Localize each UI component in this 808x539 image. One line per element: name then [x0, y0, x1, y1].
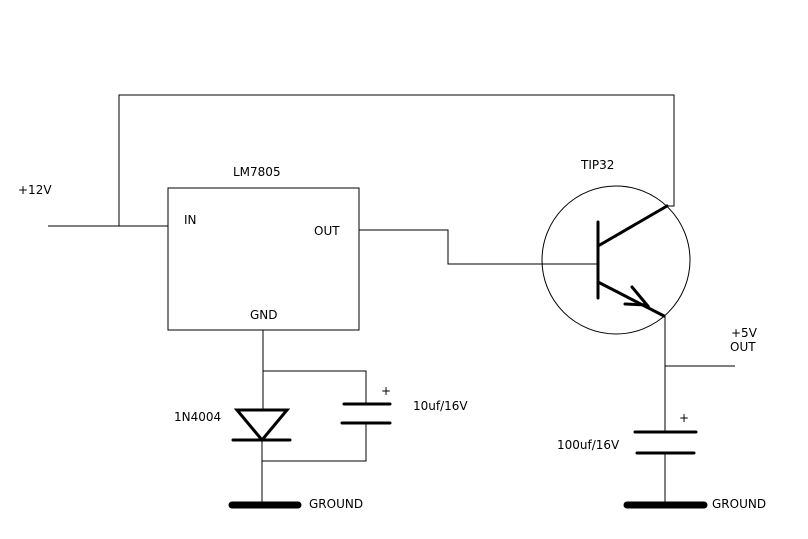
- bypass-wire: [118, 94, 675, 226]
- output-voltage-label: +5V: [731, 326, 758, 340]
- regulator-out-label: OUT: [314, 224, 340, 238]
- transistor-label: TIP32: [580, 158, 614, 172]
- cap1-polarity-label: +: [381, 384, 391, 398]
- regulator-label: LM7805: [233, 165, 281, 179]
- ground-left-label: GROUND: [309, 497, 363, 511]
- output-capacitor: [633, 430, 698, 505]
- regulator-in-label: IN: [184, 213, 197, 227]
- diode-label: 1N4004: [174, 410, 221, 424]
- output-out-label: OUT: [730, 340, 756, 354]
- cap2-value-label: 100uf/16V: [557, 438, 620, 452]
- cap1-value-label: 10uf/16V: [413, 399, 468, 413]
- regulator-gnd-label: GND: [250, 308, 278, 322]
- capacitor-1: [262, 402, 392, 462]
- transistor-symbol: [541, 185, 691, 335]
- diode-symbol: [231, 408, 292, 443]
- ground-right-label: GROUND: [712, 497, 766, 511]
- input-voltage-label: +12V: [18, 183, 52, 197]
- cap2-polarity-label: +: [679, 411, 689, 425]
- cap1-top-wire: [263, 370, 367, 404]
- regulator-output-wire: [359, 229, 598, 265]
